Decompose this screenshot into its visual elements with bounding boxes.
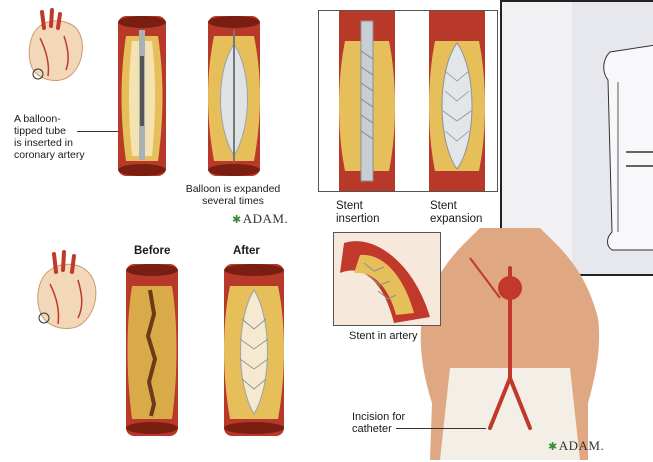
adam-logo-bottom: ✱ADAM. bbox=[548, 438, 604, 454]
balloon-expanded-label: Balloon is expanded several times bbox=[178, 183, 288, 207]
stent-in-artery-inset bbox=[333, 232, 441, 326]
artery-balloon-expanded bbox=[202, 16, 266, 176]
heart-illustration-top bbox=[20, 8, 90, 88]
stent-panel bbox=[318, 10, 498, 192]
incision-label: Incision for catheter bbox=[352, 411, 405, 435]
heart-illustration-bottom bbox=[28, 248, 106, 338]
incision-pointer-line bbox=[396, 428, 486, 429]
artery-catheter-insertion bbox=[112, 16, 172, 176]
balloon-tube-label: A balloon- tipped tube is inserted in co… bbox=[14, 113, 104, 161]
stent-in-artery-label: Stent in artery bbox=[349, 330, 417, 342]
artery-before bbox=[120, 264, 184, 436]
after-label: After bbox=[233, 245, 260, 257]
stent-insertion-label: Stent insertion bbox=[336, 200, 379, 226]
adam-logo-top: ✱ADAM. bbox=[232, 211, 288, 227]
adam-star-icon-bottom: ✱ bbox=[548, 441, 558, 453]
stent-expansion-label: Stent expansion bbox=[430, 200, 482, 226]
artery-after bbox=[218, 264, 290, 436]
before-label: Before bbox=[134, 245, 170, 257]
adam-star-icon: ✱ bbox=[232, 214, 242, 226]
